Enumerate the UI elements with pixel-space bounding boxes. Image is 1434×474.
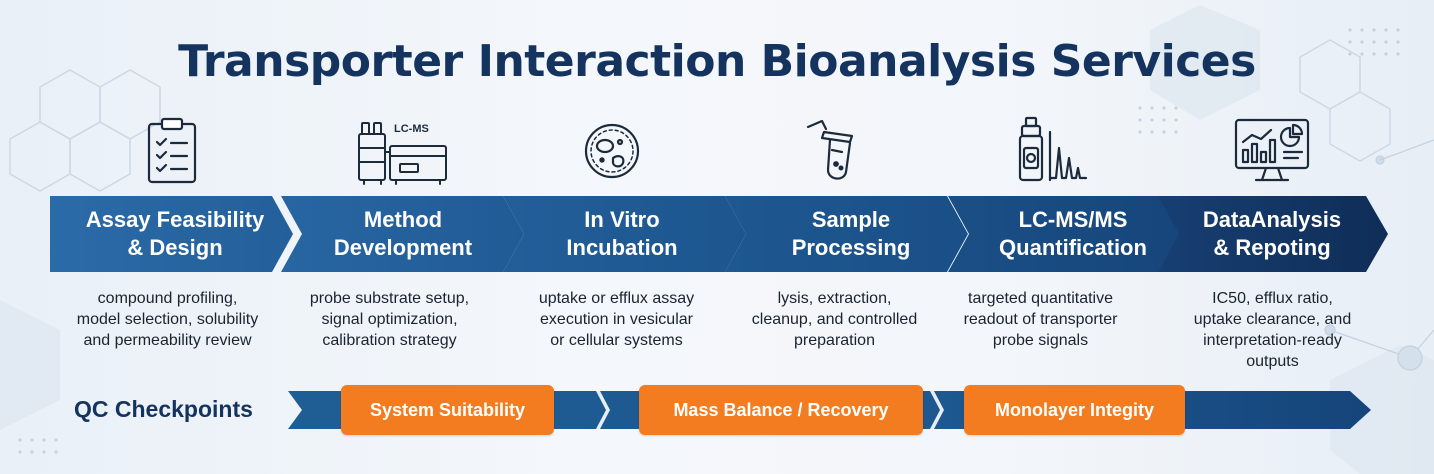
qc-checkpoints-label: QC Checkpoints <box>74 396 253 422</box>
step-chevron-3 <box>503 196 746 272</box>
step-title-1: Assay Feasibility& Design <box>85 207 265 260</box>
cell-dish-icon <box>567 112 657 190</box>
vial-chromatogram-icon <box>1014 112 1104 190</box>
step-description-6: IC50, efflux ratio,uptake clearance, and… <box>1193 290 1352 370</box>
qc-separator-arrow <box>596 391 610 429</box>
qc-separator-arrow <box>930 391 944 429</box>
clipboard-checklist-icon <box>127 112 217 190</box>
step-description-2: probe substrate setup,signal optimizatio… <box>309 290 470 349</box>
step-chevron-4 <box>725 196 968 272</box>
step-description-1: compound profiling,model selection, solu… <box>76 290 259 349</box>
lc-ms-instrument-icon: LC-MS <box>354 112 454 190</box>
qc-checkpoint-monolayer-integrity: Monolayer Integity <box>964 385 1185 435</box>
step-chevron-1 <box>50 196 293 272</box>
step-description-4: lysis, extraction,cleanup, and controlle… <box>751 290 918 349</box>
qc-checkpoint-mass-balance: Mass Balance / Recovery <box>639 385 923 435</box>
page-title: Transporter Interaction Bioanalysis Serv… <box>178 36 1256 87</box>
qc-checkpoint-system-suitability: System Suitability <box>341 385 554 435</box>
analytics-monitor-icon <box>1228 112 1318 190</box>
sample-tube-icon <box>796 112 886 190</box>
step-title-6: DataAnalysis& Repoting <box>1202 207 1342 260</box>
step-chevron-6 <box>1158 196 1388 272</box>
lc-ms-icon-label: LC-MS <box>394 123 429 135</box>
step-chevron-2 <box>281 196 524 272</box>
step-chevron-5 <box>948 196 1191 272</box>
